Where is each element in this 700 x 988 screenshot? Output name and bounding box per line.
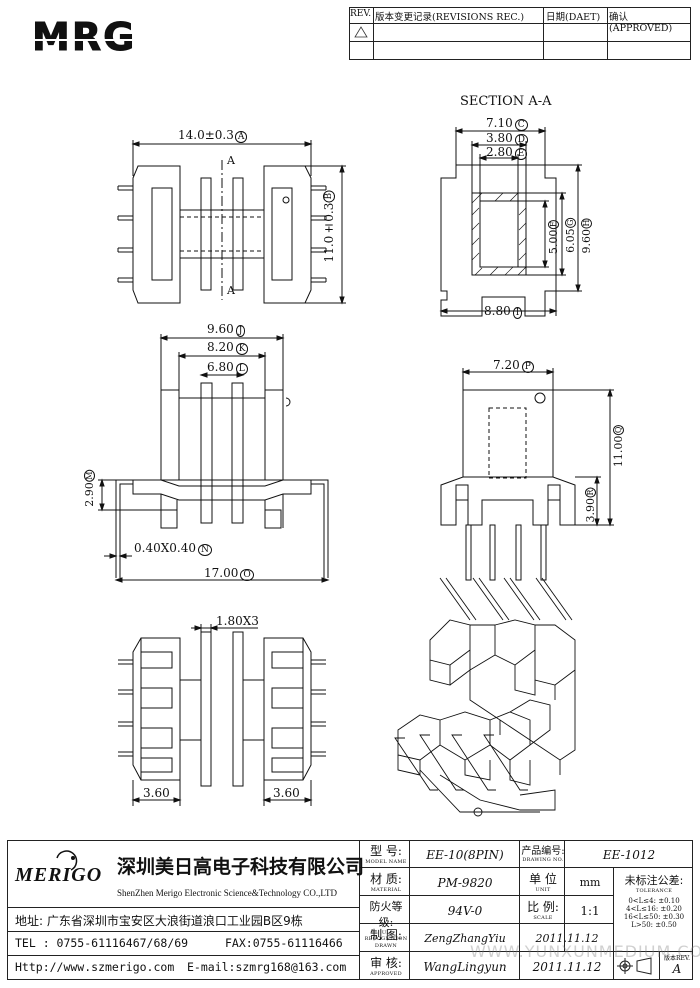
dim-tag: A — [234, 131, 248, 143]
dim-bottom-360-right: 3.60 — [273, 786, 300, 800]
revision-table: REV. 版本变更记录(REVISIONS REC.) 日期(DAET) 确认(… — [349, 7, 691, 60]
company-name-en: ShenZhen Merigo Electronic Science&Techn… — [117, 888, 337, 898]
drawing-label: 产品编号:DRAWING NO. — [521, 846, 565, 863]
drawn-value: ZengZhangYiu — [424, 932, 506, 945]
tolerance-box: 未标注公差: TOLERANCE 0<L≤4: ±0.10 4<L≤16: ±0… — [623, 874, 685, 929]
dim-top-height: 11.0±0.3B — [322, 190, 336, 262]
model-value: EE-10(8PIN) — [426, 848, 504, 862]
approved-date: 2011.11.12 — [532, 960, 602, 974]
rev-header-rev: REV. — [350, 9, 372, 19]
fire-value: 94V-0 — [447, 904, 483, 918]
company-tel: TEL : 0755-61116467/68/69 — [15, 936, 189, 950]
company-name-cn: 深圳美日高电子科技有限公司 — [117, 856, 365, 878]
logo-text: MRG — [32, 15, 136, 54]
rev-header-record: 版本变更记录(REVISIONS REC.) — [375, 12, 525, 23]
bottom-view — [118, 624, 326, 806]
company-web: Http://www.szmerigo.com — [15, 960, 175, 974]
dim-bottom-360-left: 3.60 — [143, 786, 170, 800]
dim-sec-605: 6.05G — [564, 218, 577, 253]
technical-drawing — [98, 127, 614, 817]
front-view — [98, 334, 330, 583]
company-fax: FAX:0755-61116466 — [225, 936, 343, 950]
side-view — [440, 368, 614, 581]
material-label: 材 质:MATERIAL — [370, 872, 402, 893]
model-label: 型 号:MODEL NAME — [365, 844, 407, 865]
rev-header-approved: 确认(APPROVED) — [609, 12, 673, 34]
section-mark-bottom: A — [227, 284, 235, 297]
material-value: PM-9820 — [437, 876, 493, 890]
dim-sec-960: 9.60H — [580, 218, 593, 254]
company-brand: MERIGO — [15, 864, 103, 886]
dim-sec-500: 5.00F — [547, 220, 560, 255]
company-email: E-mail:szmrg168@163.com — [187, 960, 347, 974]
unit-value: mm — [579, 876, 601, 889]
company-address: 地址: 广东省深圳市宝安区大浪街道浪口工业园B区9栋 — [15, 914, 303, 928]
scale-value: 1:1 — [580, 904, 600, 918]
section-title: SECTION A-A — [460, 94, 552, 109]
dim-side-1100: 11.00Q — [612, 425, 625, 468]
watermark: WWW.YUNXUNMEDIUM.COM — [470, 942, 700, 961]
scale-label: 比 例:SCALE — [527, 900, 559, 921]
dim-side-390: 3.90R — [584, 488, 597, 523]
drawn-date: 2011.11.12 — [535, 932, 599, 945]
approved-value: WangLingyun — [423, 960, 507, 974]
fire-label: 防火等级:UL RECOGNITION — [364, 900, 408, 942]
section-mark-top: A — [227, 154, 235, 167]
rev-box: 版本REV. A — [663, 955, 691, 976]
dim-front-290: 2.90M — [83, 470, 96, 507]
drawn-label: 制 图:DRAWN — [370, 928, 402, 949]
company-logo: MRG — [28, 10, 158, 60]
top-view — [117, 140, 346, 305]
isometric-view — [394, 577, 576, 817]
title-block: MERIGO 深圳美日高电子科技有限公司 ShenZhen Merigo Ele… — [7, 840, 693, 980]
company-brand-logo — [17, 850, 117, 890]
rev-header-date: 日期(DAET) — [546, 12, 601, 23]
section-view — [439, 127, 582, 317]
approved-label: 审 核:APPROVED — [370, 956, 402, 977]
drawing-value: EE-1012 — [602, 848, 656, 862]
dim-bottom-180: 1.80X3 — [216, 614, 259, 628]
